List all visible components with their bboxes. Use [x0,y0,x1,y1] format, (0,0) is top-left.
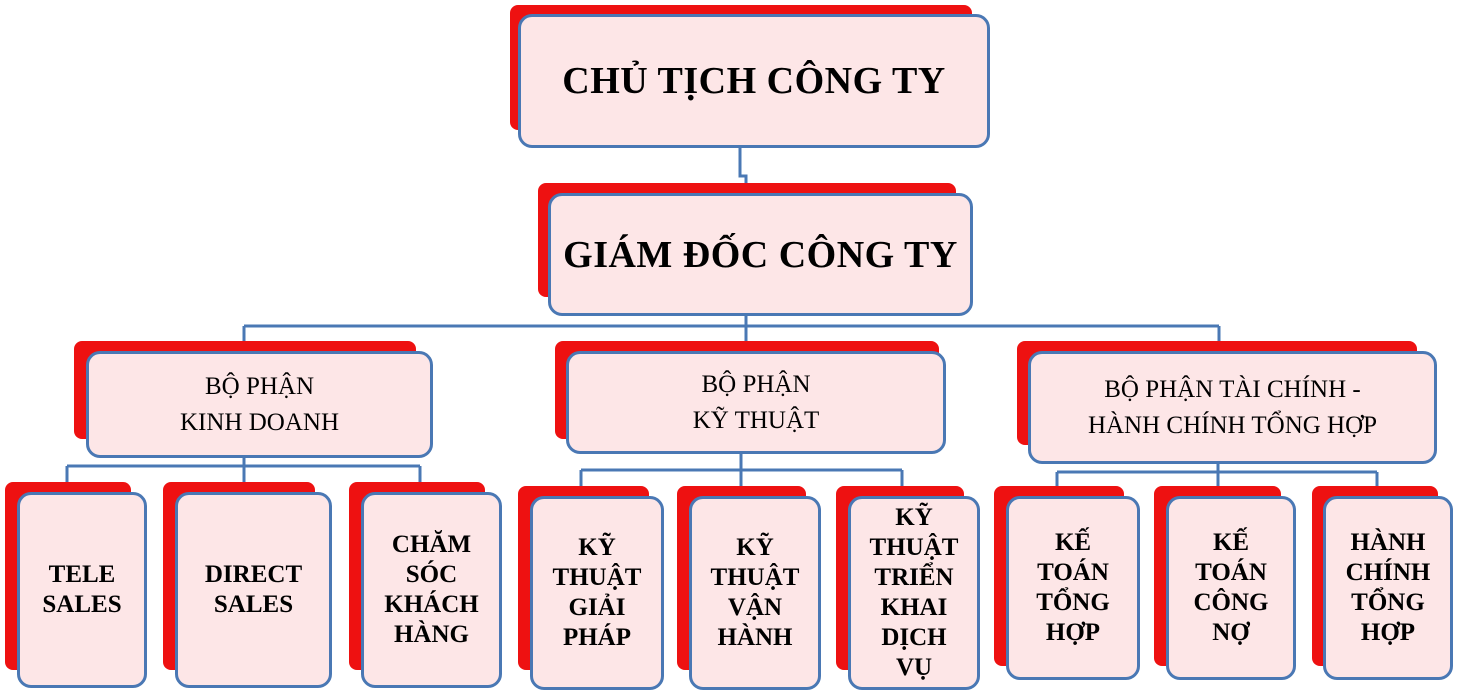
node-box: KỸ THUẬT GIẢI PHÁP [530,496,664,690]
node-box: KẾ TOÁN TỔNG HỢP [1006,496,1140,680]
connector-sales-children [65,452,422,486]
node-box: KỸ THUẬT TRIỂN KHAI DỊCH VỤ [848,496,980,690]
node-box: KỸ THUẬT VẬN HÀNH [689,496,821,690]
connector-tech-children [579,448,904,486]
node-box: BỘ PHẬN KINH DOANH [86,351,433,458]
node-box: GIÁM ĐỐC CÔNG TY [548,193,973,316]
node-box: BỘ PHẬN TÀI CHÍNH - HÀNH CHÍNH TỔNG HỢP [1028,351,1437,464]
node-box: CHĂM SÓC KHÁCH HÀNG [361,492,502,688]
node-box: CHỦ TỊCH CÔNG TY [518,14,990,148]
node-box: DIRECT SALES [175,492,332,688]
connector-finance-children [1055,458,1379,486]
node-box: HÀNH CHÍNH TỔNG HỢP [1323,496,1453,680]
node-box: BỘ PHẬN KỸ THUẬT [566,351,946,454]
node-box: TELE SALES [17,492,147,688]
node-box: KẾ TOÁN CÔNG NỢ [1166,496,1296,680]
